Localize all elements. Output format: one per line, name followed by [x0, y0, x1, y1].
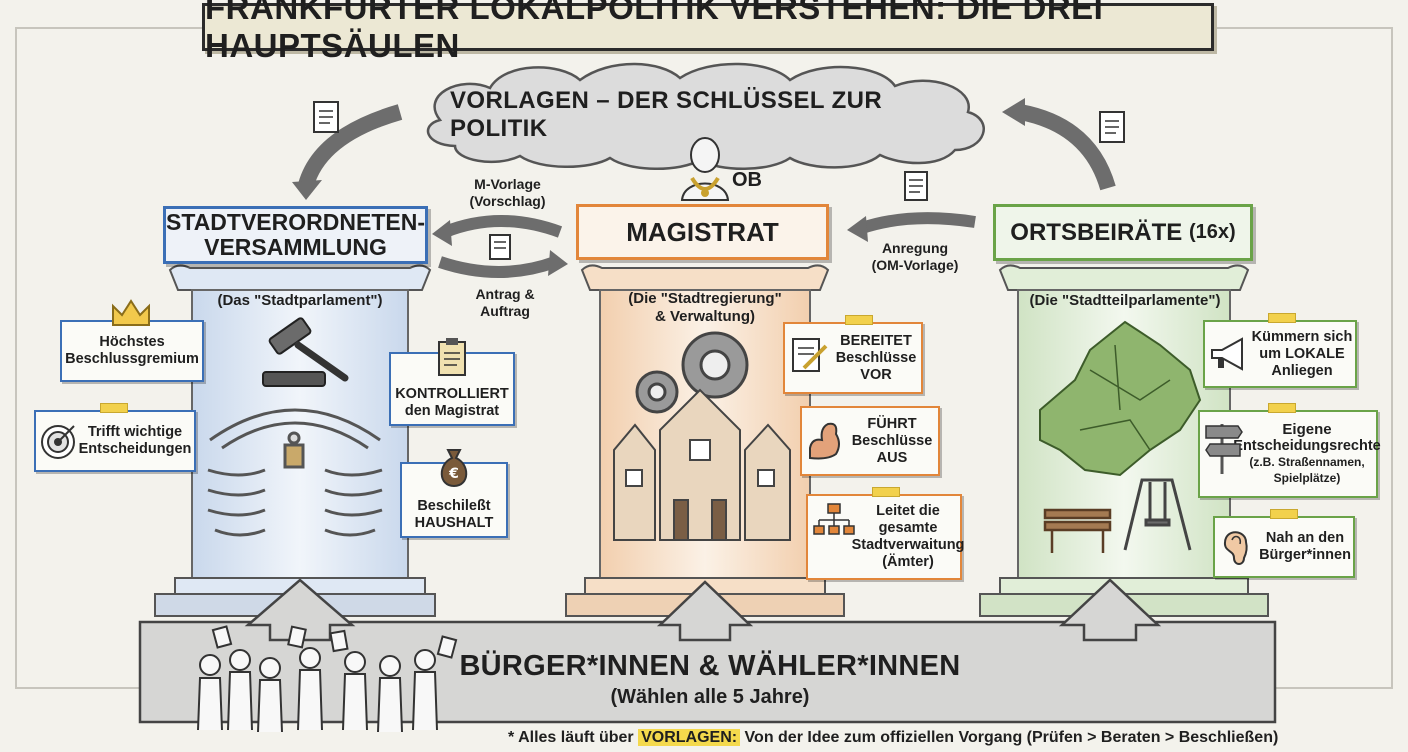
card-line: Entscheidungen	[78, 441, 192, 457]
clipboard-icon	[438, 338, 466, 376]
money-bag-icon: €	[440, 449, 468, 488]
header-count: (16x)	[1188, 221, 1236, 243]
flexed-arm-icon	[809, 422, 840, 460]
document-icon	[489, 234, 511, 260]
swing-icon	[1123, 478, 1192, 551]
header-stadtverordneten: STADTVERORDNETEN- VERSAMMLUNG	[163, 206, 428, 264]
tape	[1268, 403, 1296, 413]
card-line: gesamte	[878, 520, 938, 536]
flow-anregung: Anregung (OM-Vorlage)	[860, 240, 970, 274]
arrow-icon	[442, 215, 563, 238]
subtitle-left: (Das "Stadtparlament")	[217, 292, 383, 309]
gavel-icon	[262, 317, 349, 387]
bench-icon	[1043, 508, 1112, 553]
map-icon	[1039, 320, 1202, 477]
flow-line: Antrag &	[475, 286, 535, 302]
cloud-shape	[426, 62, 985, 170]
parliament-seats-icon	[207, 408, 383, 537]
card-line: Anliegen	[1271, 362, 1333, 379]
arrow-icon	[656, 580, 754, 642]
header-magistrat: MAGISTRAT	[576, 204, 829, 260]
card-line: um LOKALE	[1259, 345, 1345, 362]
card-line: Beschileßt	[417, 498, 491, 514]
card-line: Nah an den	[1265, 530, 1345, 546]
cloud-label: VORLAGEN – DER SCHLÜSSEL ZUR POLITIK	[450, 87, 883, 142]
tape	[100, 403, 128, 413]
flow-line: Auftrag	[480, 303, 530, 319]
mayor-icon	[680, 137, 730, 201]
document-icon	[313, 101, 339, 133]
header-line: VERSAMMLUNG	[204, 234, 387, 260]
flow-antrag: Antrag & Auftrag	[455, 286, 555, 320]
signpost-icon	[1205, 424, 1243, 474]
header-title: ORTSBEIRÄTE	[1010, 218, 1183, 246]
subtitle-right: (Die "Stadtteilparlamente")	[1029, 292, 1221, 309]
card-line: den Magistrat	[404, 403, 500, 419]
flow-line: M-Vorlage	[474, 176, 541, 192]
crown-icon	[112, 299, 150, 326]
card-line: Spielplätze)	[1273, 471, 1341, 485]
town-hall-icon	[613, 388, 791, 541]
flow-line: (Vorschlag)	[469, 193, 546, 209]
card-line: Kümmern sich	[1251, 328, 1353, 345]
target-icon	[41, 425, 75, 459]
flow-line: Anregung	[881, 240, 949, 256]
gears-icon	[635, 331, 749, 414]
citizens-base	[138, 578, 1277, 724]
tape	[845, 315, 873, 325]
flow-line: (OM-Vorlage)	[871, 257, 959, 273]
card-line: BEREITET	[840, 332, 912, 349]
tape	[872, 487, 900, 497]
subtitle-center: (Die "Stadtregierung" & Verwaltung)	[612, 290, 798, 326]
tape	[1270, 509, 1298, 519]
header-line: STADTVERORDNETEN-	[166, 209, 425, 235]
header-ortsbeiraete: ORTSBEIRÄTE (16x)	[993, 204, 1253, 261]
page-title: FRANKFURTER LOKALPOLITIK VERSTEHEN: DIE …	[202, 0, 1214, 64]
footnote-prefix: * Alles läuft über	[508, 729, 639, 746]
card-line: Trifft wichtige	[87, 424, 183, 440]
card-line: HAUSHALT	[414, 515, 494, 531]
ear-icon	[1223, 531, 1248, 565]
arrow-icon	[438, 256, 558, 278]
card-line: FÜHRT	[867, 415, 917, 432]
card-line: Eigene	[1282, 421, 1332, 438]
subtitle-line: & Verwaltung)	[654, 308, 755, 325]
edit-document-icon	[792, 338, 828, 372]
arrow-icon	[298, 104, 403, 188]
card-line: Beschlüsse	[851, 432, 933, 449]
card-line: VOR	[860, 366, 892, 383]
org-chart-icon	[813, 503, 855, 535]
flow-mvorlage: M-Vorlage (Vorschlag)	[450, 176, 565, 210]
arrow-icon	[1018, 104, 1116, 191]
card-line: KONTROLLIERT	[395, 386, 509, 402]
card-line: Stadtverwaitung	[851, 537, 965, 553]
tape	[1268, 313, 1296, 323]
card-line: Höchstes	[99, 334, 165, 350]
footnote-highlight: VORLAGEN:	[638, 729, 741, 746]
citizens-subtitle: (Wählen alle 5 Jahre)	[610, 686, 810, 708]
card-line: Beschlüsse	[835, 349, 917, 366]
card-line: (Ämter)	[882, 554, 934, 570]
card-line: Beschlussgremium	[65, 351, 199, 367]
card-line: (z.B. Straßennamen,	[1249, 455, 1365, 469]
card-line: Entscheidungsrechte	[1233, 438, 1381, 454]
card-line: Leitet die	[876, 503, 940, 519]
ob-label: OB	[732, 169, 762, 191]
card-line: Bürger*innen	[1259, 547, 1351, 563]
card-hoechstes: Höchstes Beschlussgremium	[60, 320, 204, 382]
footnote-suffix: Von der Idee zum offiziellen Vorgang (Pr…	[740, 729, 1279, 746]
arrow-icon	[860, 212, 976, 234]
document-icon	[1099, 111, 1125, 143]
citizens-title: BÜRGER*INNEN & WÄHLER*INNEN	[459, 650, 961, 682]
footnote: * Alles läuft über VORLAGEN: Von der Ide…	[508, 729, 1408, 747]
card-line: AUS	[876, 449, 908, 466]
citizens-icon	[197, 625, 458, 733]
subtitle-line: (Die "Stadtregierung"	[628, 290, 782, 307]
svg-text:€: €	[448, 466, 459, 482]
arrow-icon	[1058, 578, 1162, 642]
document-icon	[904, 171, 928, 201]
megaphone-icon	[1211, 337, 1243, 371]
